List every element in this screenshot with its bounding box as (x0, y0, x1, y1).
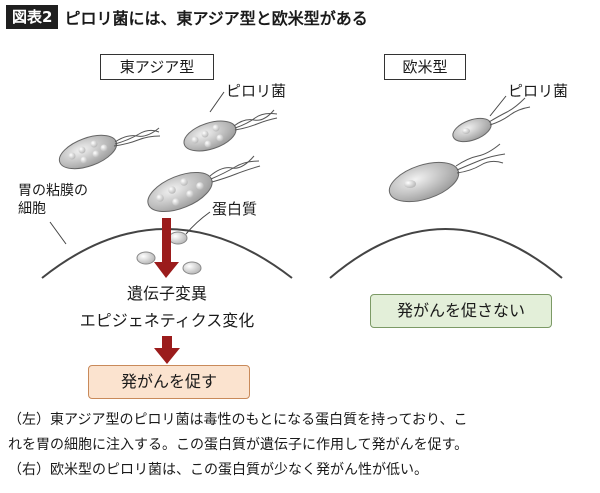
left-heading: 東アジア型 (100, 54, 214, 80)
right-result-box: 発がんを促さない (370, 294, 552, 328)
left-bacterium-1 (58, 127, 161, 170)
right-heading: 欧米型 (384, 54, 466, 80)
protein-particle-2 (136, 251, 156, 265)
protein-particle-1 (168, 231, 188, 245)
right-cell-membrane (329, 228, 563, 279)
effect-line-2: エピジェネティクス変化 (79, 311, 255, 330)
right-bacterium-1 (452, 97, 531, 143)
figure-header: 図表2 ピロリ菌には、東アジア型と欧米型がある (6, 4, 368, 30)
left-bacteria-label: ピロリ菌 (226, 82, 287, 100)
figure-number: 図表2 (6, 5, 59, 29)
figure-title: ピロリ菌には、東アジア型と欧米型がある (64, 9, 368, 28)
caption: （左）東アジア型のピロリ菌は毒性のもとになる蛋白質を持っており、こ れを胃の細胞… (8, 408, 596, 483)
caption-line-3: （右）欧米型のピロリ菌は、この蛋白質が少なく発がん性が低い。 (8, 462, 428, 478)
injection-arrow-shaft (162, 218, 171, 264)
cell-label-line2: 細胞 (18, 201, 46, 217)
result-arrow-shaft (162, 336, 172, 350)
protein-label: 蛋白質 (212, 200, 258, 218)
protein-particle-3 (182, 261, 202, 275)
left-bacteria-leader-line (209, 91, 225, 113)
result-arrow-head (154, 348, 180, 364)
right-bacterium-2 (388, 143, 506, 203)
left-bacterium-3 (147, 155, 261, 213)
caption-line-2: れを胃の細胞に注入する。この蛋白質が遺伝子に作用して発がんを促す。 (8, 437, 469, 453)
cell-leader-line (49, 221, 67, 245)
effect-line-1: 遺伝子変異 (126, 284, 207, 303)
injection-arrow-head (154, 262, 179, 278)
left-bacterium-2 (183, 109, 278, 152)
left-result-box: 発がんを促す (88, 365, 250, 399)
caption-line-1: （左）東アジア型のピロリ菌は毒性のもとになる蛋白質を持っており、こ (8, 412, 468, 428)
cell-label-line1: 胃の粘膜の (18, 183, 88, 199)
right-bacteria-leader-line (489, 95, 507, 117)
protein-leader-line (185, 211, 211, 235)
right-bacteria-label: ピロリ菌 (508, 82, 569, 100)
